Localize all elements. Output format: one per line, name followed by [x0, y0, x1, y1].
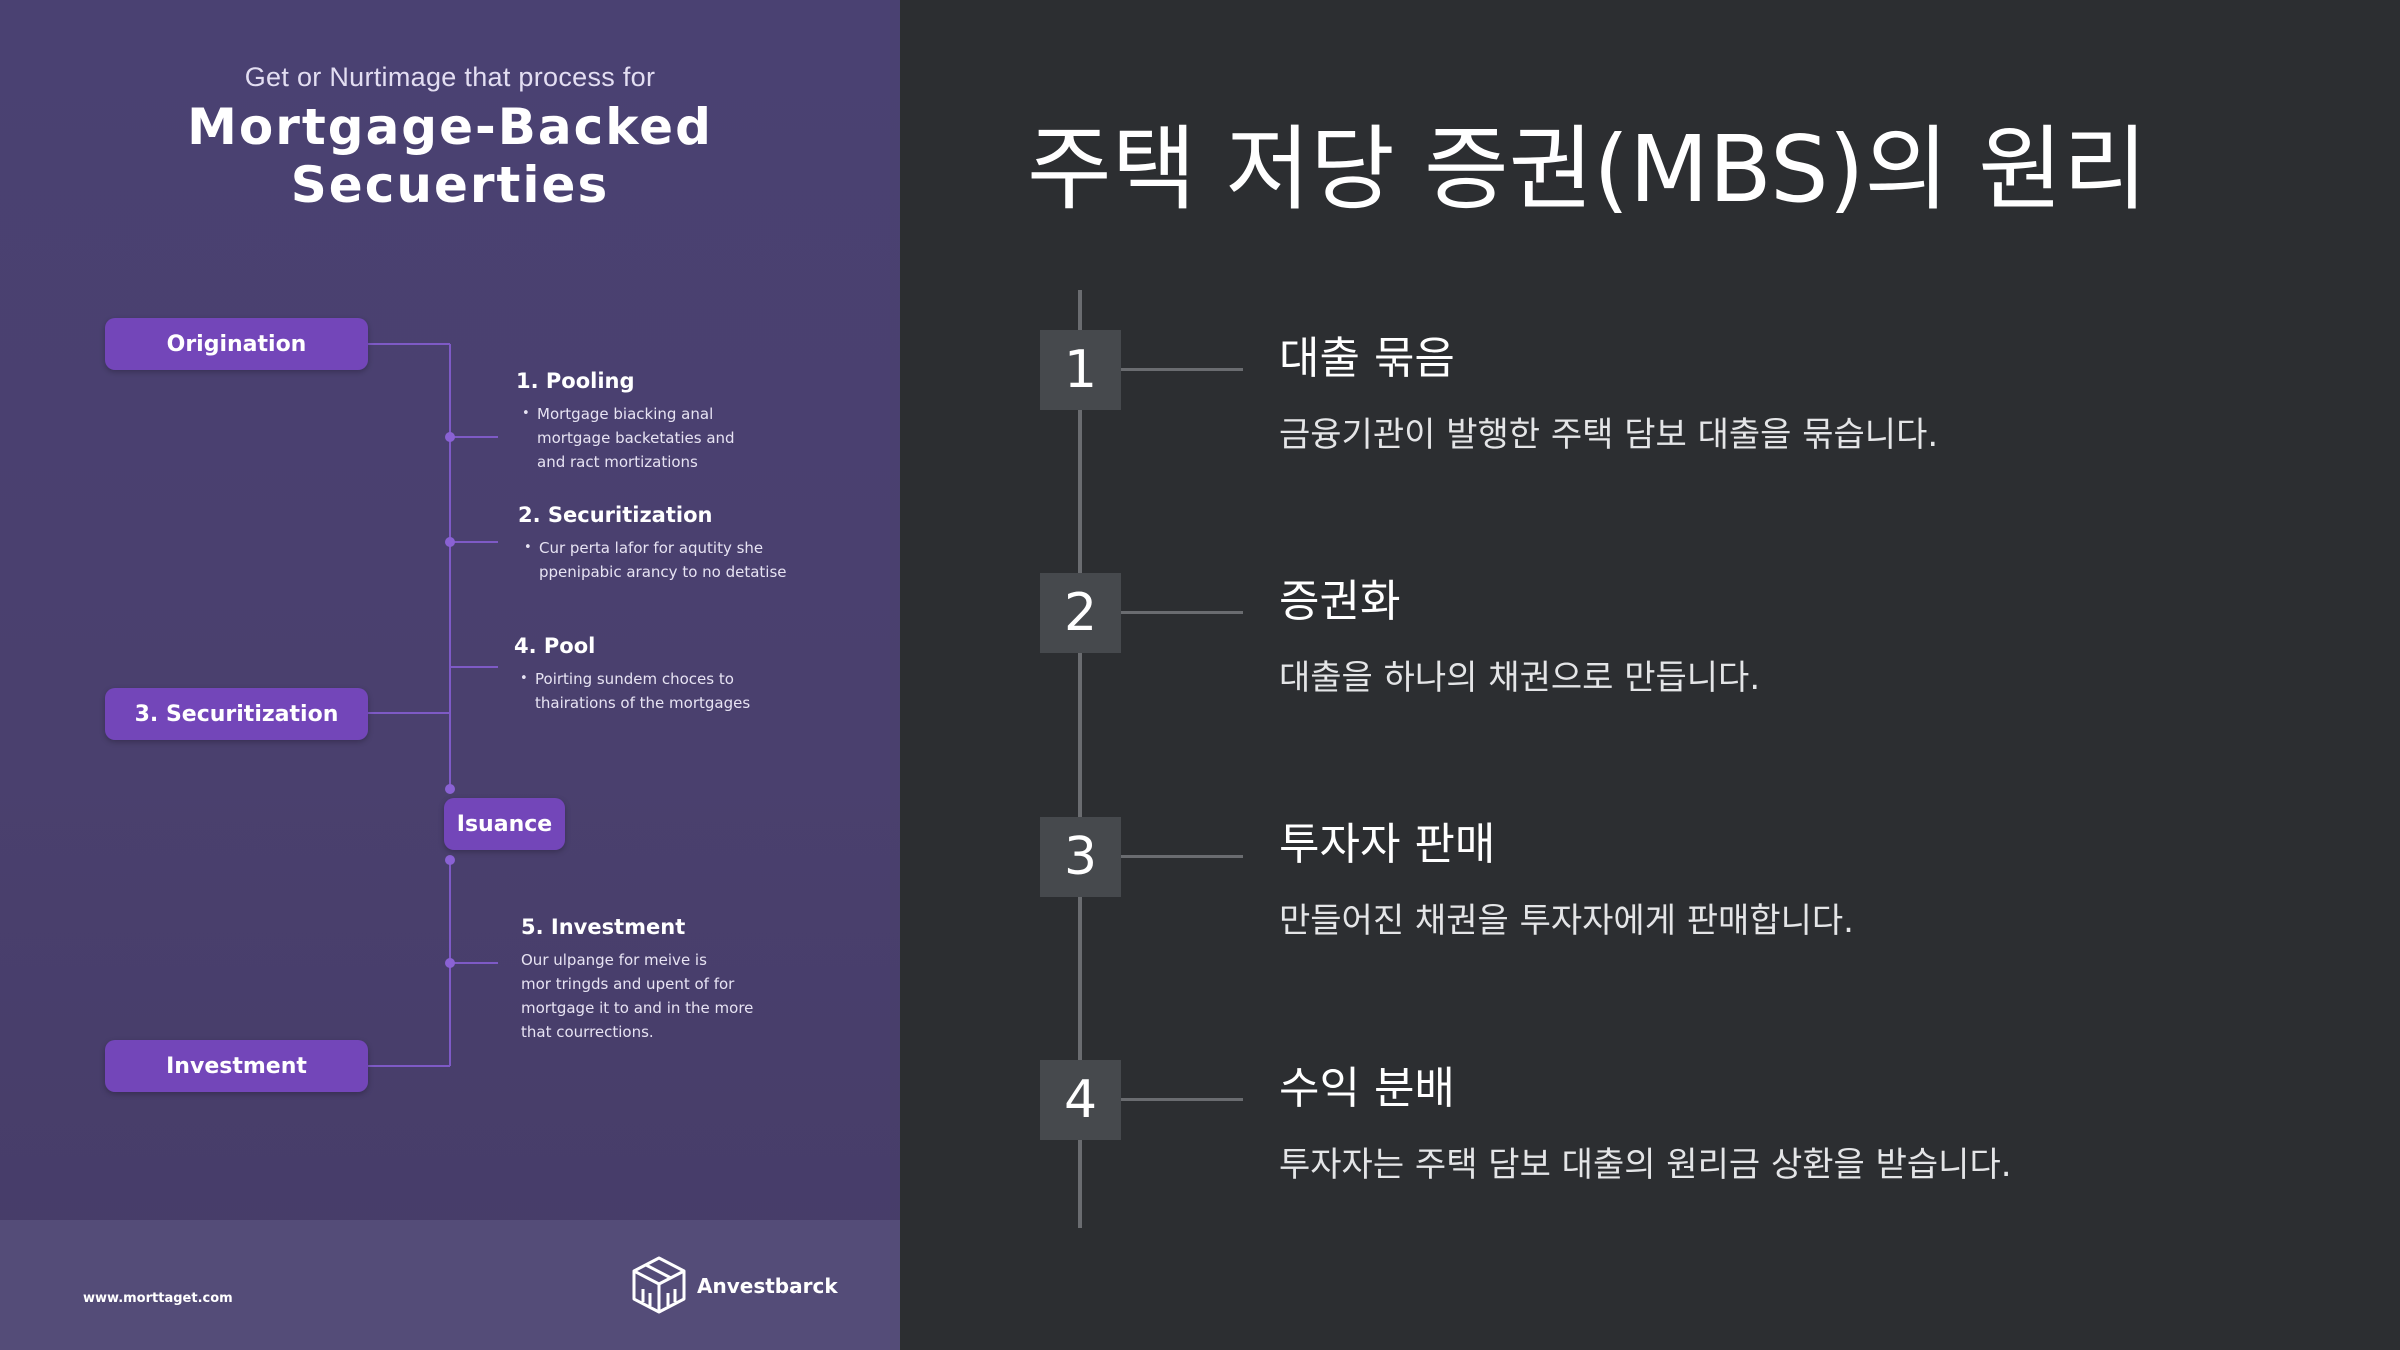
step-line: Our ulpange for meive is	[521, 951, 707, 969]
step-title: 1. Pooling	[516, 369, 635, 393]
step-title: 4. Pool	[514, 634, 596, 658]
step-title: 2. Securitization	[518, 503, 713, 527]
step-line: mortgage it to and in the more	[521, 999, 754, 1017]
step-heading-3: 투자자 판매	[1279, 819, 1496, 870]
node-dot-isuance-top	[445, 784, 455, 794]
node-dot-isuance-bottom	[445, 855, 455, 865]
node-dot-securitization-2	[445, 537, 455, 547]
step-description-3: 만들어진 채권을 투자자에게 판매합니다.	[1279, 901, 1854, 941]
footer-website-url: www.morttaget.com	[83, 1291, 233, 1306]
step-description: Our ulpange for meive is mor tringds and…	[521, 948, 753, 1044]
flow-connector-lines	[368, 343, 498, 1067]
step-connector-2	[1121, 611, 1243, 614]
step-number-box-2: 2	[1040, 573, 1121, 653]
brand-name: Anvestbarck	[697, 1274, 838, 1298]
cube-logo-icon	[632, 1256, 686, 1314]
infographic-footer-band	[0, 1220, 900, 1350]
step-line: mortgage backetaties and	[537, 429, 735, 447]
step-line: ppenipabic arancy to no detatise	[539, 563, 787, 581]
step-number-box-4: 4	[1040, 1060, 1121, 1140]
step-line: thairations of the mortgages	[535, 694, 751, 712]
step-line: mor tringds and upent of for	[521, 975, 735, 993]
step-title: 5. Investment	[521, 915, 686, 939]
step-connector-3	[1121, 855, 1243, 858]
mbs-infographic-panel: Get or Nurtimage that process for Mortga…	[0, 0, 900, 1350]
step-line: Mortgage biacking anal	[537, 405, 714, 423]
step-heading-4: 수익 분배	[1279, 1063, 1455, 1114]
stage-pill-securitization: 3. Securitization	[105, 688, 368, 740]
step-description: Poirting sundem choces to thairations of…	[514, 667, 750, 715]
step-pool-4: 4. Pool Poirting sundem choces to thaira…	[514, 634, 750, 715]
step-number-box-1: 1	[1040, 330, 1121, 410]
step-description: Mortgage biacking anal mortgage backetat…	[516, 402, 735, 474]
infographic-pre-title: Get or Nurtimage that process for	[244, 62, 656, 92]
infographic-title: Mortgage-Backed Secuerties	[0, 98, 900, 214]
infographic-title-line-1: Mortgage-Backed	[187, 98, 713, 156]
step-line: Cur perta lafor for aqutity she	[539, 539, 764, 557]
step-number-box-3: 3	[1040, 817, 1121, 897]
step-description-2: 대출을 하나의 채권으로 만듭니다.	[1279, 658, 1761, 698]
step-connector-1	[1121, 368, 1243, 371]
step-pooling: 1. Pooling Mortgage biacking anal mortga…	[516, 369, 735, 474]
infographic-title-line-2: Secuerties	[290, 156, 610, 214]
stage-pill-isuance: Isuance	[444, 798, 565, 850]
node-dot-investment-5	[445, 958, 455, 968]
step-line: that courrections.	[521, 1023, 654, 1041]
step-description-1: 금융기관이 발행한 주택 담보 대출을 묶습니다.	[1279, 415, 1939, 455]
node-dot-pooling	[445, 432, 455, 442]
step-heading-1: 대출 묶음	[1279, 333, 1455, 384]
step-heading-2: 증권화	[1279, 576, 1401, 627]
step-description: Cur perta lafor for aqutity she ppenipab…	[518, 536, 787, 584]
step-connector-4	[1121, 1098, 1243, 1101]
step-line: and ract mortizations	[537, 453, 698, 471]
stage-pill-origination: Origination	[105, 318, 368, 370]
step-description-4: 투자자는 주택 담보 대출의 원리금 상환을 받습니다.	[1279, 1145, 2012, 1185]
stage-pill-investment: Investment	[105, 1040, 368, 1092]
step-line: Poirting sundem choces to	[535, 670, 734, 688]
timeline-vertical-line	[1078, 290, 1082, 1228]
step-securitization-2: 2. Securitization Cur perta lafor for aq…	[518, 503, 787, 584]
main-title: 주택 저당 증권(MBS)의 원리	[1027, 116, 2148, 223]
step-investment-5: 5. Investment Our ulpange for meive is m…	[521, 915, 753, 1044]
